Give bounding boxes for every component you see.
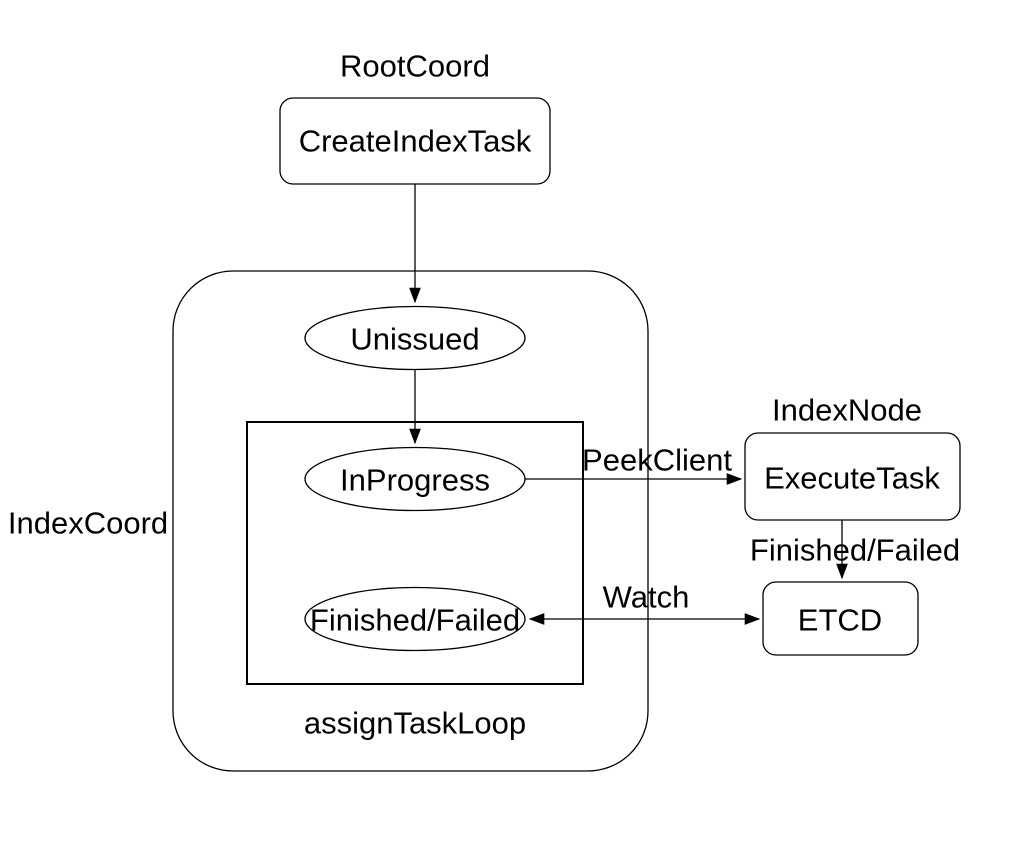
node-label-finished-failed: Finished/Failed [310,603,520,638]
group-label-rootcoord: RootCoord [340,49,490,84]
node-label-in-progress: InProgress [340,463,490,498]
index-coord-group-border [172,270,649,772]
edge-label-finished-failed: Finished/Failed [750,533,960,568]
group-label-assigntaskloop: assignTaskLoop [304,706,526,741]
node-finished-failed [304,586,526,652]
node-etcd [762,581,919,656]
node-label-execute-task: ExecuteTask [764,461,940,496]
node-label-create-index-task: CreateIndexTask [299,124,532,159]
node-unissued [304,305,526,371]
node-execute-task [744,432,961,521]
group-label-indexcoord: IndexCoord [8,506,168,541]
node-create-index-task [279,97,551,185]
edge-label-peekclient: PeekClient [582,443,732,478]
node-label-etcd: ETCD [798,603,882,638]
group-label-indexnode: IndexNode [772,393,922,428]
edge-label-watch: Watch [603,580,690,615]
node-in-progress [304,446,526,512]
node-label-unissued: Unissued [350,322,479,357]
